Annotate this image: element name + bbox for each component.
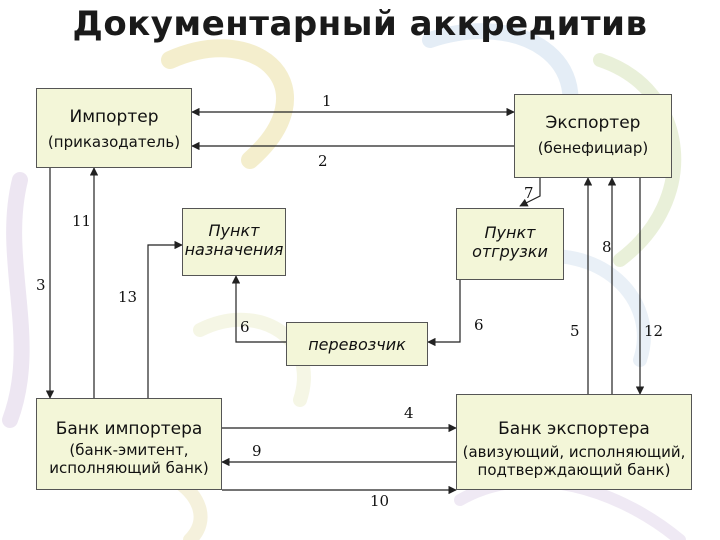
- arrow-6-left: [231, 275, 286, 343]
- exporter-bank-subtitle-1: (авизующий, исполняющий,: [462, 443, 686, 461]
- importer-box: Импортер (приказодатель): [36, 88, 192, 168]
- arrow-6-right: [427, 280, 461, 347]
- step-number-1: 1: [322, 92, 332, 110]
- step-number-6-left: 6: [240, 318, 250, 336]
- arrow-7: [519, 178, 541, 207]
- destination-line2: назначения: [184, 240, 284, 259]
- exporter-bank-box: Банк экспортера (авизующий, исполняющий,…: [456, 394, 692, 490]
- step-number-13: 13: [118, 288, 138, 306]
- step-number-6-right: 6: [474, 316, 484, 334]
- carrier-label: перевозчик: [308, 335, 406, 354]
- step-number-4: 4: [404, 404, 414, 422]
- shipment-box: Пункт отгрузки: [456, 208, 564, 280]
- exporter-title: Экспортер: [545, 113, 641, 133]
- exporter-bank-title: Банк экспортера: [498, 419, 650, 439]
- importer-bank-box: Банк импортера (банк-эмитент, исполняющи…: [36, 398, 222, 490]
- page-title: Документарный аккредитив: [72, 4, 648, 44]
- step-number-9: 9: [252, 442, 262, 460]
- step-number-2: 2: [318, 152, 328, 170]
- step-number-5: 5: [570, 322, 580, 340]
- importer-bank-subtitle-2: исполняющий банк): [49, 459, 209, 477]
- importer-title: Импортер: [69, 107, 159, 127]
- step-number-8: 8: [602, 238, 612, 256]
- step-number-12: 12: [644, 322, 664, 340]
- exporter-bank-subtitle-2: подтверждающий банк): [477, 461, 671, 479]
- destination-box: Пункт назначения: [182, 208, 286, 276]
- step-number-10: 10: [370, 492, 390, 510]
- importer-bank-title: Банк импортера: [55, 419, 203, 439]
- destination-line1: Пункт: [208, 221, 260, 240]
- arrow-13: [147, 240, 183, 398]
- shipment-line1: Пункт: [484, 223, 536, 242]
- importer-subtitle: (приказодатель): [47, 133, 181, 151]
- step-number-7: 7: [524, 184, 534, 202]
- shipment-line2: отгрузки: [472, 242, 548, 261]
- exporter-box: Экспортер (бенефициар): [514, 94, 672, 178]
- importer-bank-subtitle-1: (банк-эмитент,: [69, 441, 189, 459]
- exporter-subtitle: (бенефициар): [537, 139, 649, 157]
- step-number-11: 11: [72, 212, 92, 230]
- step-number-3: 3: [36, 276, 46, 294]
- carrier-box: перевозчик: [286, 322, 428, 366]
